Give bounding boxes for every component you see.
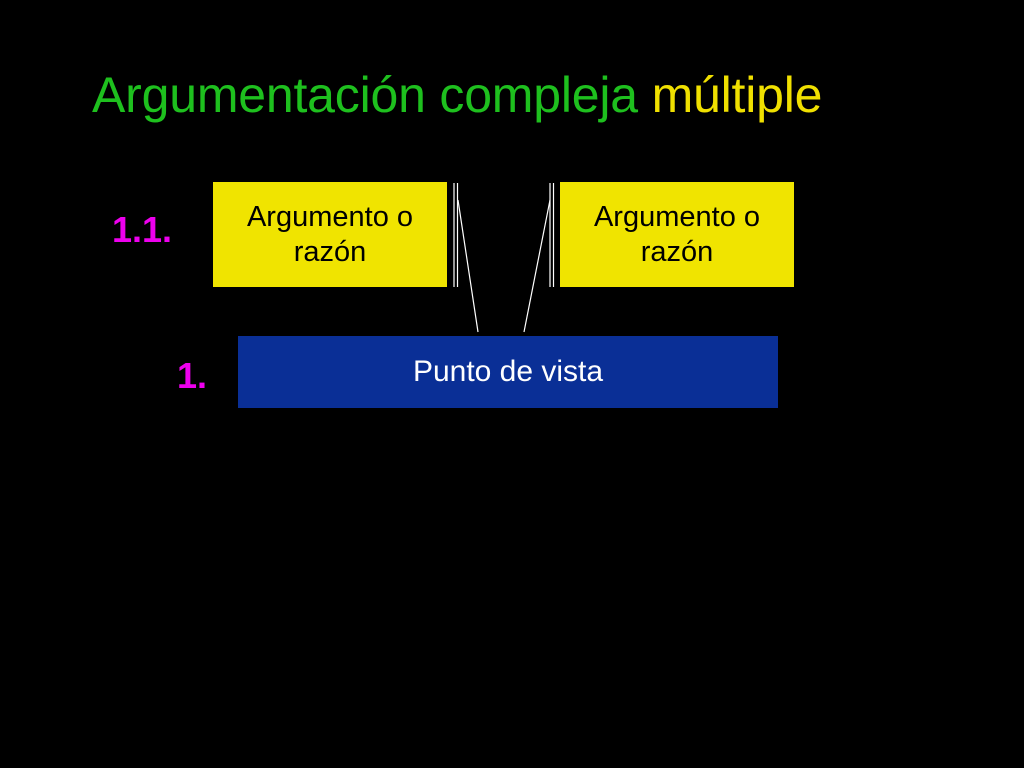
left-connector-line [457, 199, 479, 333]
title-accent: múltiple [651, 67, 823, 123]
level-label-1-1: 1.1. [112, 209, 173, 250]
right-connector-line [523, 199, 551, 333]
argument-box-right: Argumento o razón [560, 182, 794, 287]
slide-title: Argumentación compleja múltiple [92, 68, 822, 123]
title-main: Argumentación compleja [92, 67, 652, 123]
level-label-1: 1. [177, 355, 208, 396]
standpoint-box: Punto de vista [238, 336, 778, 408]
argument-box-left: Argumento o razón [213, 182, 447, 287]
